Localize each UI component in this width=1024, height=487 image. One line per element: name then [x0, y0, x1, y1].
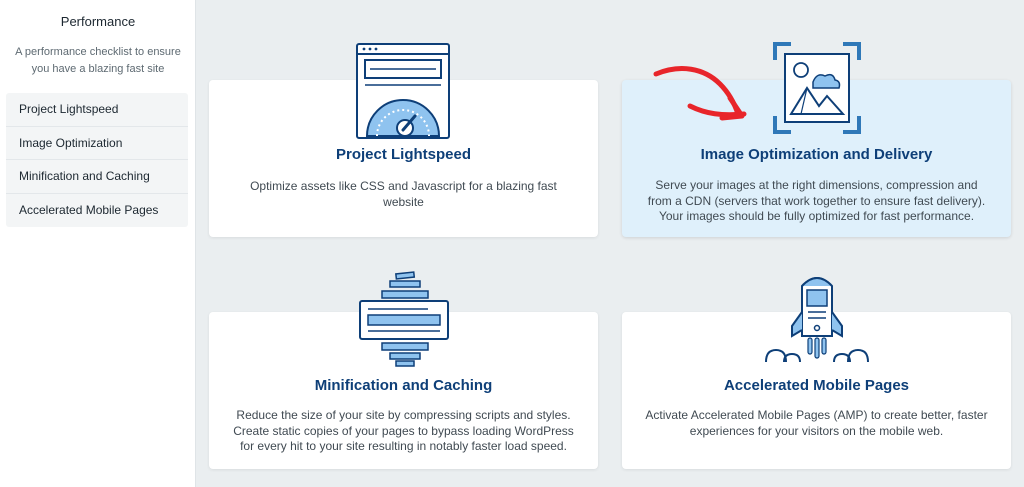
card-title: Minification and Caching — [314, 377, 493, 394]
sidebar-nav: Project Lightspeed Image Optimization Mi… — [6, 93, 188, 227]
sidebar-title: Performance — [60, 14, 136, 29]
card-title: Image Optimization and Delivery — [700, 146, 933, 163]
sidebar-item-accelerated-mobile-pages[interactable]: Accelerated Mobile Pages — [19, 202, 159, 217]
card-title: Project Lightspeed — [335, 146, 472, 163]
card-description: Reduce the size of your site by compress… — [233, 408, 574, 453]
sidebar-description: A performance checklist to ensure you ha… — [15, 46, 181, 75]
card-description: Serve your images at the right dimension… — [647, 178, 986, 223]
card-image-optimization[interactable]: Image Optimization and Delivery Serve yo… — [622, 80, 1011, 237]
card-title: Accelerated Mobile Pages — [723, 377, 910, 394]
card-minification-caching[interactable]: Minification and Caching Reduce the size… — [209, 312, 598, 469]
card-description: Optimize assets like CSS and Javascript … — [250, 179, 557, 209]
sidebar-item-project-lightspeed[interactable]: Project Lightspeed — [6, 93, 188, 127]
card-accelerated-mobile-pages[interactable]: Accelerated Mobile Pages Activate Accele… — [622, 312, 1011, 469]
sidebar-item-minification-caching[interactable]: Minification and Caching — [6, 160, 188, 194]
card-project-lightspeed[interactable]: Project Lightspeed Optimize assets like … — [209, 80, 598, 237]
card-description: Activate Accelerated Mobile Pages (AMP) … — [645, 408, 988, 438]
sidebar-item-image-optimization[interactable]: Image Optimization — [6, 127, 188, 160]
sidebar: Performance A performance checklist to e… — [0, 0, 196, 487]
